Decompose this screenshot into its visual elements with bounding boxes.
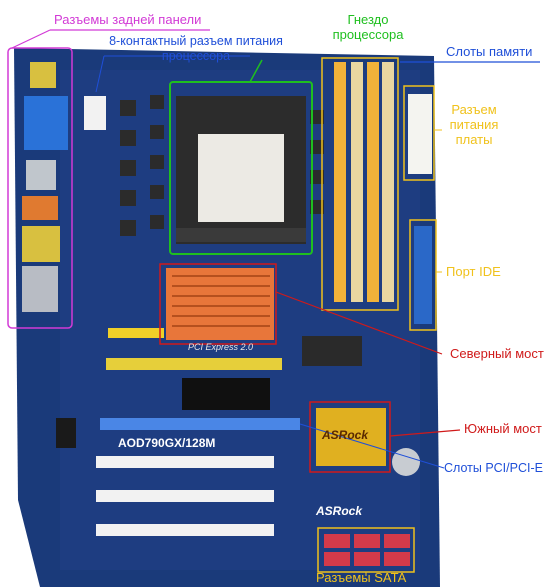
label-cpu-socket: Гнездо процессора bbox=[332, 12, 404, 42]
sata-connector-2 bbox=[354, 534, 380, 548]
rear-connector-vga bbox=[24, 96, 68, 150]
cmos-battery bbox=[392, 448, 420, 476]
sata-connector-5 bbox=[354, 552, 380, 566]
north-bridge-leader bbox=[275, 291, 443, 355]
board-brand: ASRock bbox=[316, 504, 363, 518]
board-model-text: AOD790GX/128M bbox=[118, 436, 216, 450]
rear-connector-usb-top bbox=[30, 62, 56, 88]
pcie-slot-text: PCI Express 2.0 bbox=[188, 342, 254, 352]
rear-connector-lan bbox=[22, 226, 60, 262]
label-pci-slots: Слоты PCI/PCI-E bbox=[444, 461, 543, 475]
cpu-socket-leader bbox=[249, 59, 263, 83]
bios-chip bbox=[182, 378, 270, 410]
rear-panel-highlight bbox=[7, 47, 73, 329]
board-power-highlight bbox=[403, 85, 435, 181]
pci-leader bbox=[299, 423, 445, 469]
heatsink-fins bbox=[172, 275, 270, 327]
ide-highlight bbox=[409, 219, 437, 331]
rear-connector-audio bbox=[26, 160, 56, 190]
label-north-bridge: Северный мост bbox=[450, 346, 544, 361]
south-bridge-heatsink bbox=[316, 408, 386, 466]
rear-connector-usb bbox=[22, 196, 58, 220]
cpu-socket bbox=[198, 134, 284, 222]
north-bridge-heatsink bbox=[166, 268, 274, 340]
ide-connector bbox=[414, 226, 432, 324]
label-rear-panel: Разъемы задней панели bbox=[54, 12, 202, 27]
socket-lever bbox=[176, 228, 306, 242]
south-bridge-highlight bbox=[309, 401, 391, 473]
pci-slot-1 bbox=[96, 456, 274, 468]
memory-slot-4 bbox=[382, 62, 394, 302]
sata-connector-1 bbox=[324, 534, 350, 548]
label-ide-port: Порт IDE bbox=[446, 264, 501, 279]
label-board-power: Разъем питания платы bbox=[449, 102, 499, 147]
label-memory-slots: Слоты памяти bbox=[446, 44, 533, 59]
sata-connector-3 bbox=[384, 534, 410, 548]
sata-connector-4 bbox=[324, 552, 350, 566]
south-bridge-brand: ASRock bbox=[322, 428, 369, 442]
north-bridge-highlight bbox=[159, 263, 277, 345]
south-bridge-leader bbox=[389, 429, 461, 437]
memory-highlight bbox=[321, 57, 399, 311]
memory-slot-1 bbox=[334, 62, 346, 302]
io-chip bbox=[302, 336, 362, 366]
usb-header bbox=[56, 418, 76, 448]
rear-connector-usb-low bbox=[22, 266, 58, 312]
pcie-x16-slot-1 bbox=[106, 358, 282, 370]
vrm-components bbox=[120, 95, 324, 236]
board-power-connector bbox=[408, 94, 432, 174]
pcie-x1-slot bbox=[108, 328, 164, 338]
pcie-x16-slot-2 bbox=[100, 418, 300, 430]
label-cpu-power: 8-контактный разъем питания процессора bbox=[109, 34, 283, 63]
memory-slot-2 bbox=[351, 62, 363, 302]
sata-connector-6 bbox=[384, 552, 410, 566]
cpu-power-connector bbox=[84, 96, 106, 130]
label-sata: Разъемы SATA bbox=[316, 570, 407, 585]
rear-panel-leader-drop bbox=[11, 29, 51, 49]
label-south-bridge: Южный мост bbox=[464, 421, 542, 436]
pci-slot-3 bbox=[96, 524, 274, 536]
pci-slot-2 bbox=[96, 490, 274, 502]
memory-slot-3 bbox=[367, 62, 379, 302]
cpu-power-leader-drop bbox=[95, 55, 105, 93]
cpu-socket-highlight bbox=[169, 81, 313, 255]
